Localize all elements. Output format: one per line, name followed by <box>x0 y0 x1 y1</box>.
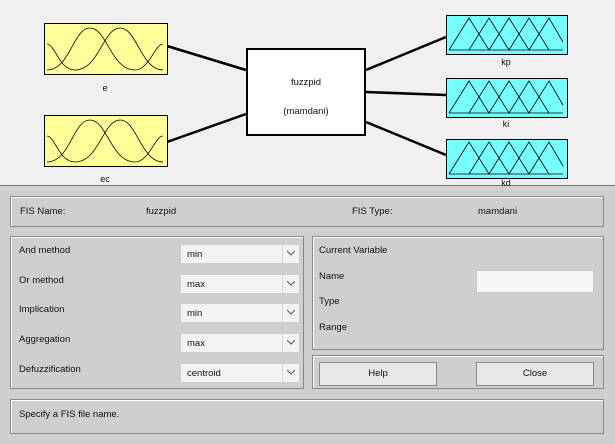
gaussian-mf-icon <box>46 27 164 71</box>
status-bar: Specify a FIS file name. <box>10 399 604 434</box>
fis-box-type: (mamdani) <box>283 106 329 117</box>
triangular-mf-icon <box>448 80 564 114</box>
input-e-box[interactable] <box>44 23 168 75</box>
variable-name-field[interactable] <box>476 270 594 293</box>
defuzzification-select[interactable]: centroid <box>180 363 300 383</box>
or-method-value: max <box>187 279 205 290</box>
and-method-label: And method <box>19 245 71 256</box>
aggregation-value: max <box>187 338 205 349</box>
methods-panel: And method min Or method max Implication… <box>10 236 304 389</box>
fis-name-label: FIS Name: <box>20 206 66 217</box>
fis-type-label: FIS Type: <box>352 206 393 217</box>
fis-type-value: mamdani <box>478 206 518 217</box>
fis-diagram: e ec fuzzpid (mamdani) kp <box>0 0 615 188</box>
chevron-down-icon[interactable] <box>282 364 299 382</box>
fis-name-value: fuzzpid <box>146 206 177 217</box>
output-kp-label: kp <box>501 57 511 67</box>
output-kd-label: kd <box>501 178 511 188</box>
chevron-down-icon[interactable] <box>282 334 299 352</box>
fis-info-panel: FIS Name: fuzzpid FIS Type: mamdani <box>10 196 604 227</box>
output-ki-label: ki <box>502 119 510 129</box>
or-method-label: Or method <box>19 275 64 286</box>
current-variable-title: Current Variable <box>319 245 388 256</box>
variable-range-label: Range <box>319 322 347 333</box>
chevron-down-icon[interactable] <box>282 245 299 263</box>
implication-value: min <box>187 308 203 319</box>
buttons-panel: Help Close <box>312 355 604 389</box>
defuzzification-label: Defuzzification <box>19 364 81 375</box>
input-ec-label: ec <box>100 174 110 184</box>
current-variable-panel: Current Variable Name Type Range <box>312 236 604 350</box>
variable-name-label: Name <box>319 271 345 282</box>
output-kd-box[interactable] <box>446 139 568 179</box>
output-kp-box[interactable] <box>446 15 568 55</box>
status-text: Specify a FIS file name. <box>19 409 120 420</box>
chevron-down-icon[interactable] <box>282 304 299 322</box>
or-method-select[interactable]: max <box>180 274 300 294</box>
output-ki-box[interactable] <box>446 78 568 118</box>
and-method-select[interactable]: min <box>180 244 300 264</box>
defuzzification-value: centroid <box>187 368 221 379</box>
input-ec-box[interactable] <box>44 115 168 167</box>
input-e-label: e <box>102 83 108 93</box>
fis-box-name: fuzzpid <box>290 77 322 88</box>
implication-select[interactable]: min <box>180 303 300 323</box>
triangular-mf-icon <box>448 141 564 175</box>
and-method-value: min <box>187 249 203 260</box>
chevron-down-icon[interactable] <box>282 275 299 293</box>
fis-system-box[interactable]: fuzzpid (mamdani) <box>246 48 366 136</box>
connection-lines <box>166 35 447 157</box>
help-button[interactable]: Help <box>319 362 437 386</box>
variable-type-label: Type <box>319 296 340 307</box>
gaussian-mf-icon <box>46 119 164 163</box>
implication-label: Implication <box>19 304 65 315</box>
aggregation-select[interactable]: max <box>180 333 300 353</box>
triangular-mf-icon <box>448 17 564 51</box>
aggregation-label: Aggregation <box>19 334 71 345</box>
close-button[interactable]: Close <box>476 362 594 386</box>
